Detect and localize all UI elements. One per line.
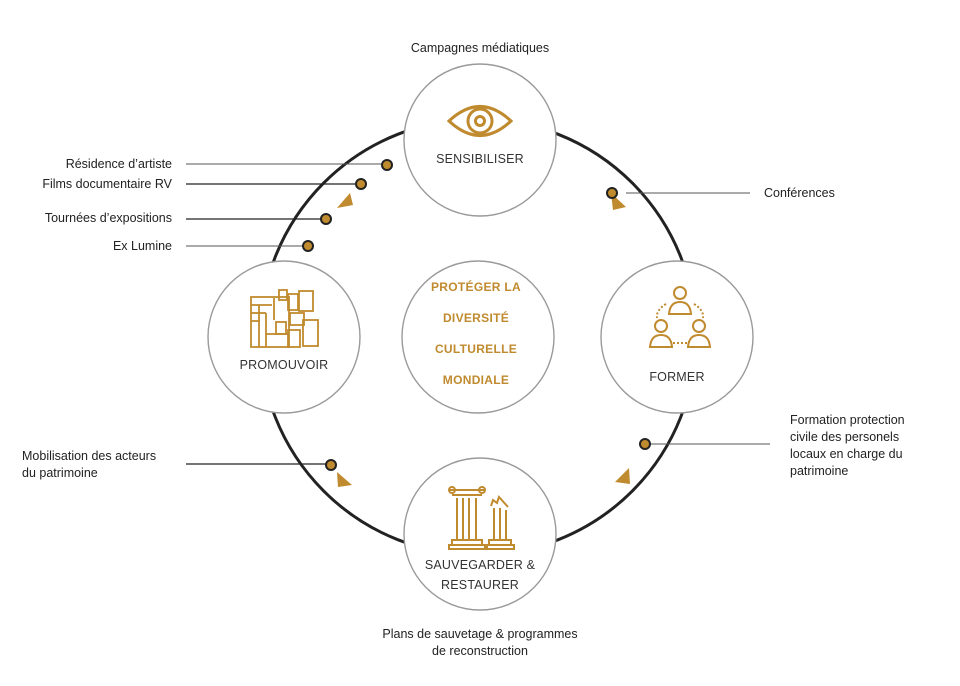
dot-marker (355, 178, 367, 190)
node-label-promouvoir: PROMOUVOIR (239, 358, 329, 372)
dot-marker (320, 213, 332, 225)
annotation-residence: Résidence d’artiste (65, 157, 172, 171)
annotation-campagnes: Campagnes médiatiques (410, 41, 550, 55)
node-label-sauvegarder-line1: SAUVEGARDER & (424, 558, 536, 572)
arrow-marker (337, 193, 353, 208)
dot-marker (302, 240, 314, 252)
center-line-1: PROTÉGER LA (431, 280, 521, 294)
annotation-mobilisation-line-1: Mobilisation des acteurs (22, 449, 157, 463)
eye-icon (446, 105, 514, 137)
annotation-formation-line-4: patrimoine (790, 464, 849, 478)
node-right-circle (600, 260, 754, 414)
annotation-formation-line-1: Formation protection (790, 413, 905, 427)
annotation-plans-line-1: Plans de sauvetage & programmes (382, 627, 578, 641)
annotation-tournees: Tournées d’expositions (44, 211, 172, 225)
annotation-formation-line-2: civile des personels (790, 430, 900, 444)
center-line-4: MONDIALE (442, 373, 510, 387)
annotation-formation-line-3: locaux en charge du (790, 447, 903, 461)
map-blocks-icon (250, 289, 319, 348)
annotation-exlumine: Ex Lumine (112, 239, 172, 253)
annotation-mobilisation: Mobilisation des acteurs du patrimoine (22, 448, 156, 482)
dot-marker (639, 438, 651, 450)
node-top-circle (403, 63, 557, 217)
annotation-conferences: Conférences (764, 186, 835, 200)
node-label-sauvegarder-line2: RESTAURER (441, 578, 519, 592)
annotation-plans-line-2: de reconstruction (432, 644, 528, 658)
annotation-films: Films documentaire RV (42, 177, 172, 191)
arrow-marker (615, 468, 630, 484)
node-label-former: FORMER (649, 370, 705, 384)
people-network-icon (648, 286, 712, 348)
columns-icon (448, 486, 515, 550)
center-circle (401, 260, 555, 414)
dot-marker (381, 159, 393, 171)
node-label-sensibiliser: SENSIBILISER (436, 152, 524, 166)
node-left-circle (207, 260, 361, 414)
dot-marker (606, 187, 618, 199)
arrow-marker (337, 472, 352, 487)
center-line-2: DIVERSITÉ (442, 311, 510, 325)
node-bottom-circle (403, 457, 557, 611)
center-line-3: CULTURELLE (434, 342, 518, 356)
annotation-formation: Formation protection civile des personel… (790, 412, 905, 480)
center-title: PROTÉGER LA DIVERSITÉ CULTURELLE MONDIAL… (408, 272, 544, 396)
dot-marker (325, 459, 337, 471)
annotation-mobilisation-line-2: du patrimoine (22, 466, 98, 480)
annotation-plans: Plans de sauvetage & programmes de recon… (330, 626, 630, 660)
